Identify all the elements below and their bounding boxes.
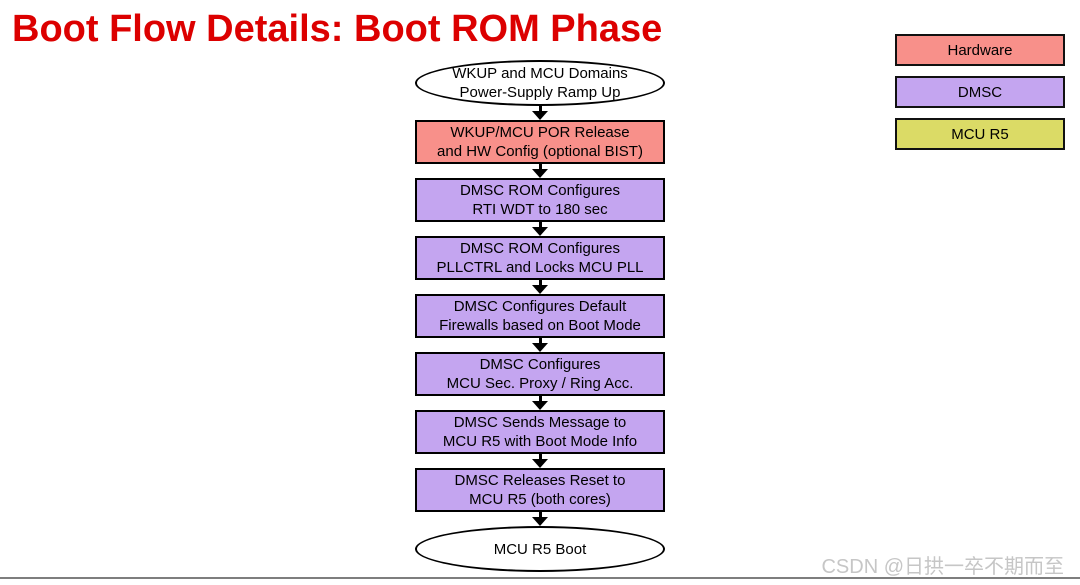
flow-node-line: and HW Config (optional BIST) [437,143,643,160]
arrow-down-icon [532,512,548,526]
flow-node-line: MCU R5 Boot [493,540,587,558]
flow-node-line: DMSC ROM Configures [459,240,621,257]
arrow-stem [538,164,542,169]
arrow-down-icon [532,164,548,178]
flow-node-line: WKUP and MCU Domains [452,65,628,82]
flow-node-line: Firewalls based on Boot Mode [439,317,641,334]
flow-node-line: DMSC Releases Reset to [454,472,626,489]
arrow-down-icon [532,280,548,294]
arrow-stem [538,454,542,459]
arrow-head [532,517,548,526]
arrow-stem [538,512,542,517]
flow-node-line: DMSC Configures [479,356,601,373]
flow-node-line: DMSC Configures Default [453,298,627,315]
flow-node-line: MCU R5 (both cores) [469,491,611,508]
flow-node-rti-wdt: DMSC ROM Configures RTI WDT to 180 sec [415,178,665,222]
arrow-head [532,459,548,468]
arrow-stem [538,396,542,401]
arrow-head [532,285,548,294]
watermark: CSDN @日拱一卒不期而至 [821,556,1064,578]
flow-node-sec-proxy: DMSC Configures MCU Sec. Proxy / Ring Ac… [415,352,665,396]
flow-node-pllctrl: DMSC ROM Configures PLLCTRL and Locks MC… [415,236,665,280]
arrow-down-icon [532,396,548,410]
bottom-divider [0,577,1080,579]
arrow-stem [538,106,542,111]
arrow-down-icon [532,222,548,236]
flow-node-line: PLLCTRL and Locks MCU PLL [436,259,644,276]
flow-node-mcu-r5-boot: MCU R5 Boot [415,526,665,572]
arrow-down-icon [532,454,548,468]
legend-item-mcu-r5: MCU R5 [895,118,1065,150]
flow-node-line: DMSC Sends Message to [453,414,627,431]
page-title: Boot Flow Details: Boot ROM Phase [12,8,663,50]
flow-node-line: DMSC ROM Configures [459,182,621,199]
legend-item-hardware: Hardware [895,34,1065,66]
legend-item-dmsc: DMSC [895,76,1065,108]
legend: Hardware DMSC MCU R5 [895,34,1065,160]
flow-node-line: RTI WDT to 180 sec [472,201,608,218]
arrow-head [532,169,548,178]
flow-node-line: MCU Sec. Proxy / Ring Acc. [446,375,634,392]
flow-node-release-reset: DMSC Releases Reset to MCU R5 (both core… [415,468,665,512]
flow-node-power-ramp: WKUP and MCU Domains Power-Supply Ramp U… [415,60,665,106]
arrow-head [532,401,548,410]
arrow-head [532,111,548,120]
arrow-stem [538,222,542,227]
arrow-head [532,227,548,236]
flow-node-firewalls: DMSC Configures Default Firewalls based … [415,294,665,338]
arrow-down-icon [532,106,548,120]
flow-node-por-release: WKUP/MCU POR Release and HW Config (opti… [415,120,665,164]
arrow-down-icon [532,338,548,352]
flow-node-line: WKUP/MCU POR Release [450,124,630,141]
flow-node-boot-mode-msg: DMSC Sends Message to MCU R5 with Boot M… [415,410,665,454]
flowchart: WKUP and MCU Domains Power-Supply Ramp U… [415,60,665,572]
arrow-head [532,343,548,352]
flow-node-line: MCU R5 with Boot Mode Info [442,433,638,450]
arrow-stem [538,280,542,285]
flow-node-line: Power-Supply Ramp Up [459,84,621,101]
arrow-stem [538,338,542,343]
